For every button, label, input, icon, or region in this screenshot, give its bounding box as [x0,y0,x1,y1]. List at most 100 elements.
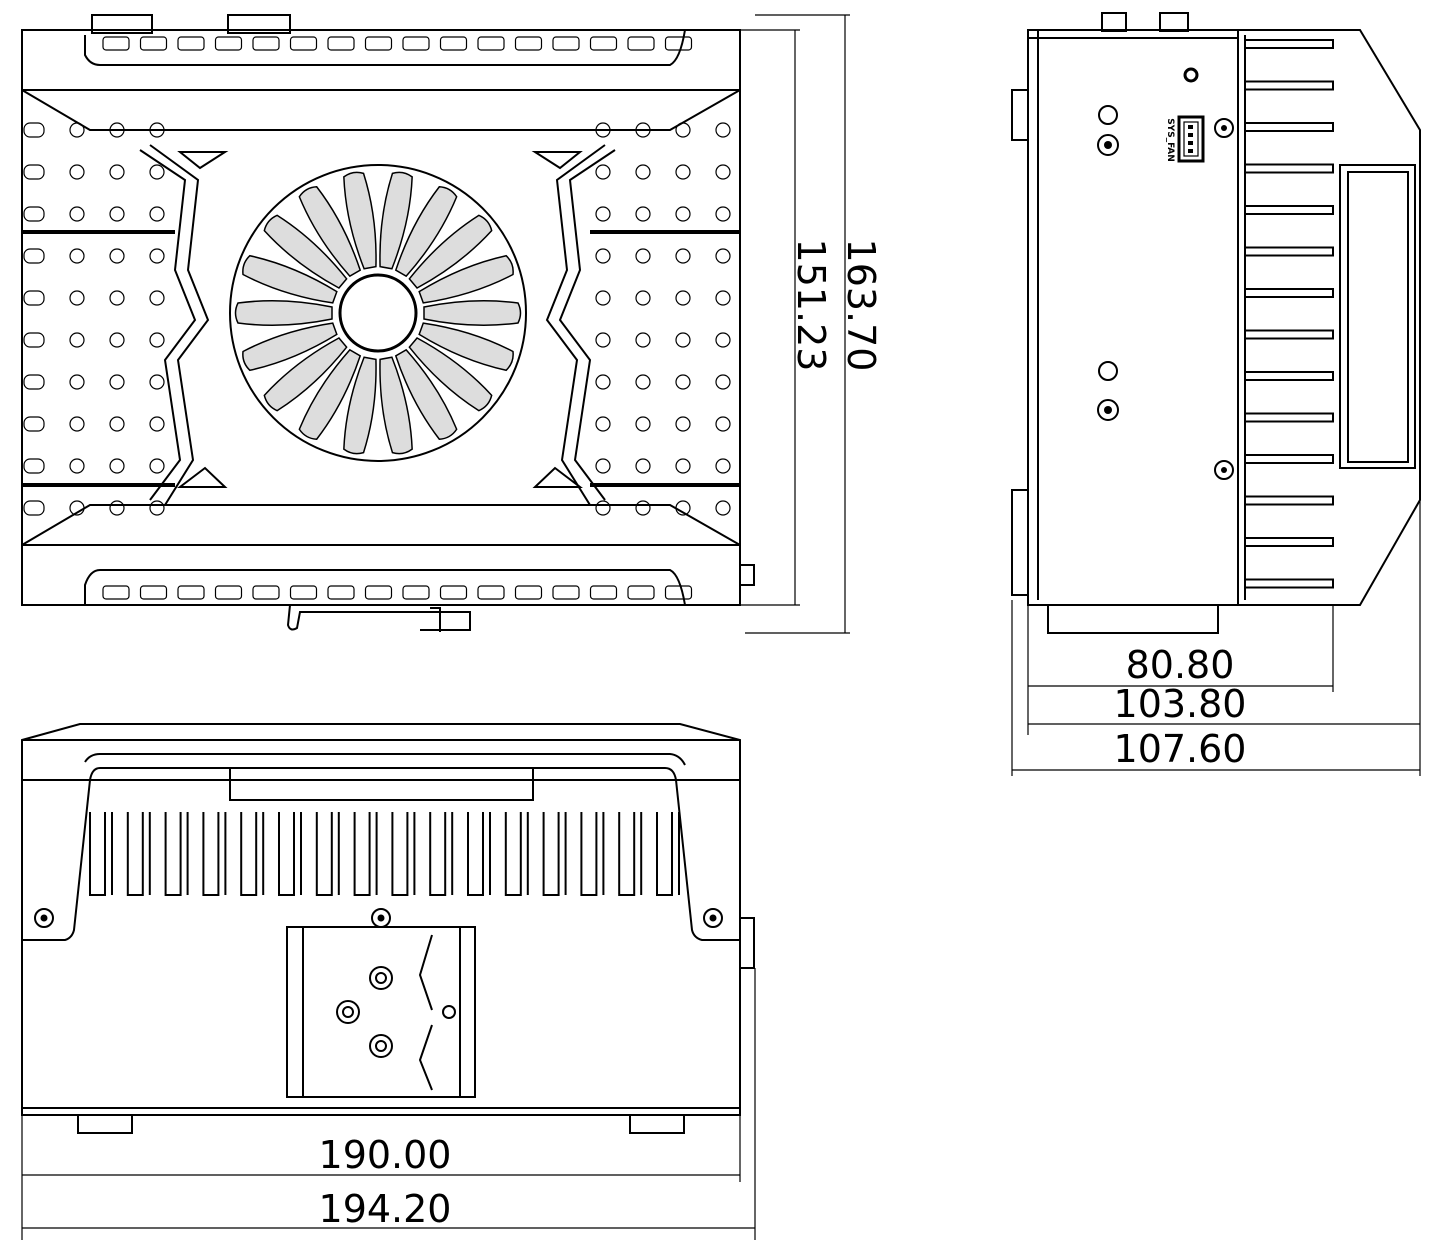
vent-slot [627,36,655,51]
vent-slot [402,585,430,600]
screw [1097,134,1119,156]
right-contour [545,144,606,506]
side-inner-edges [1028,30,1238,600]
side-view: SYS_FAN 80.80 103.80 107.60 [1011,12,1421,776]
heatsink-fin [429,812,454,896]
led-hole [1183,67,1199,83]
vent-hole [635,248,651,264]
vent-hole [675,248,691,264]
vent-hole [635,164,651,180]
vent-slot [627,585,655,600]
foot [629,1114,685,1134]
vent-slot [364,585,393,600]
heatsink-fin [504,812,529,896]
heatsink-fin [1245,578,1334,589]
dim-194-20: 194.20 [319,1187,452,1231]
vent-hole [109,416,125,432]
fan-blade-opening [263,214,348,289]
vent-hole [149,164,165,180]
vent-slot [514,36,543,51]
heatsink-fin [1245,537,1334,547]
vent-hole [149,500,165,516]
fan-blade-opening [242,322,338,372]
vent-slot [439,585,468,600]
clip-screw [369,966,393,990]
vent-hole [715,416,731,432]
clip-screw-center [375,972,387,984]
depth-dimension-lines [1011,500,1421,776]
heatsink-fan-inner [1347,171,1409,463]
vent-hole [23,248,45,264]
fan-grille [263,337,348,412]
clip-screw [369,1034,393,1058]
vent-hole [675,122,691,138]
vent-hole [595,332,611,348]
right-contour [558,149,616,501]
vent-slot [177,585,205,600]
vent-slot [214,585,243,600]
vent-slot [664,36,693,51]
vent-hole [675,374,691,390]
fan-blade-opening [394,348,458,441]
vent-hole [109,374,125,390]
screw-center [709,914,717,922]
screw-center [1221,467,1227,473]
vent-hole [69,500,85,516]
fan-grille [418,322,514,372]
fan-grille [423,300,522,326]
vent-hole [69,206,85,222]
vent-hole [635,458,651,474]
dim-163-70: 163.70 [839,239,883,372]
vent-hole [635,500,651,516]
fan-grille [418,254,514,304]
vent-hole [675,206,691,222]
vent-slot [289,585,318,600]
heatsink-fin [353,812,378,896]
fan-grille [343,171,377,270]
vent-hole [109,458,125,474]
vent-slot [364,36,393,51]
vent-hole [675,458,691,474]
fan-grille [242,322,338,372]
height-dimension-lines [740,14,850,634]
vent-hole [109,500,125,516]
fan-grille [379,356,413,455]
vent-hole [23,332,45,348]
fan-blade-opening [343,356,377,455]
fan-grille [298,348,362,441]
heatsink-fin [1245,454,1334,464]
screw [1214,118,1234,138]
vent-hole [23,122,45,138]
heatsink-fin [618,812,643,896]
dim-190-00: 190.00 [319,1133,452,1177]
vent-hole [595,206,611,222]
fan-grille [394,348,458,441]
vent-hole [69,458,85,474]
heatsink-fin [1245,246,1334,257]
fan-grille [343,356,377,455]
fan-blade-opening [298,348,362,441]
vent-slot [214,36,243,51]
vent-hole [635,122,651,138]
vent-hole [149,248,165,264]
side-tab [1011,489,1029,596]
fan-grille [263,214,348,289]
heatsink-fin [164,812,189,896]
screw-center [1104,406,1112,414]
vent-hole [675,416,691,432]
screw [1098,105,1118,125]
vent-hole [149,458,165,474]
screw-center [1221,125,1227,131]
clip-screw [336,1000,360,1024]
vent-hole [23,416,45,432]
fan-grille [408,337,493,412]
screw [34,908,54,928]
side-screw [739,564,755,586]
vent-hole [595,290,611,306]
heatsink-outline [1238,29,1421,606]
panel-grooves [22,230,740,487]
vent-hole [149,122,165,138]
dim-103-80: 103.80 [1114,682,1247,726]
vent-hole [69,248,85,264]
